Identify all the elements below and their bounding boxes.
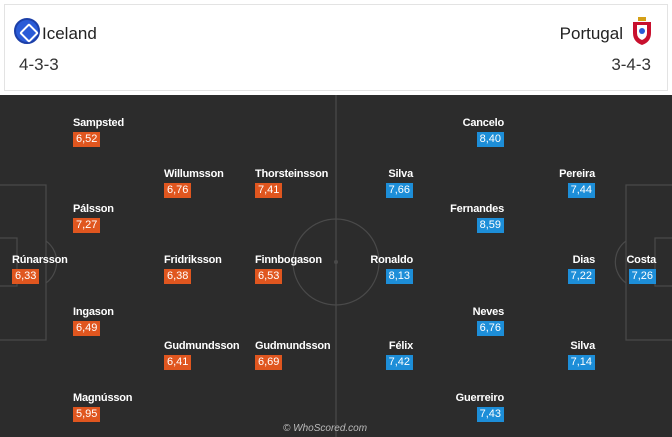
- player-name: Costa: [626, 254, 656, 266]
- player-name: Magnússon: [73, 392, 133, 404]
- player-name: Silva: [388, 168, 413, 180]
- home-player[interactable]: Pálsson 7,27: [73, 203, 114, 233]
- player-rating: 8,59: [476, 218, 504, 233]
- player-name: Willumsson: [164, 168, 224, 180]
- home-player[interactable]: Thorsteinsson 7,41: [255, 168, 328, 198]
- player-name: Pálsson: [73, 203, 114, 215]
- home-player[interactable]: Rúnarsson 6,33: [12, 254, 68, 284]
- player-name: Ingason: [73, 306, 114, 318]
- home-formation: 4-3-3: [19, 55, 59, 74]
- away-player[interactable]: Silva 7,14: [567, 340, 595, 370]
- pitch-markings: [0, 95, 672, 437]
- player-rating: 8,40: [476, 132, 504, 147]
- home-player[interactable]: Gudmundsson 6,41: [164, 340, 240, 370]
- player-rating: 6,33: [12, 269, 40, 284]
- away-player[interactable]: Silva 7,66: [385, 168, 413, 198]
- home-player[interactable]: Fridriksson 6,38: [164, 254, 222, 284]
- player-rating: 7,26: [628, 269, 656, 284]
- player-name: Finnbogason: [255, 254, 322, 266]
- home-team-name[interactable]: Iceland: [42, 24, 97, 43]
- player-name: Pereira: [559, 168, 595, 180]
- player-name: Fernandes: [450, 203, 504, 215]
- home-player[interactable]: Magnússon 5,95: [73, 392, 133, 422]
- away-player[interactable]: Dias 7,22: [567, 254, 596, 284]
- player-rating: 6,41: [164, 355, 192, 370]
- away-team-name[interactable]: Portugal: [559, 24, 623, 43]
- player-name: Sampsted: [73, 117, 124, 129]
- player-rating: 7,22: [567, 269, 595, 284]
- player-rating: 7,43: [476, 407, 504, 422]
- away-player[interactable]: Cancelo 8,40: [463, 117, 504, 147]
- player-name: Gudmundsson: [164, 340, 240, 352]
- player-rating: 6,38: [164, 269, 192, 284]
- player-rating: 6,76: [164, 183, 192, 198]
- home-player[interactable]: Willumsson 6,76: [164, 168, 224, 198]
- player-rating: 5,95: [73, 407, 101, 422]
- match-header: Iceland 4-3-3 Portugal 3-4-3: [4, 4, 668, 91]
- home-player[interactable]: Sampsted 6,52: [73, 117, 124, 147]
- player-rating: 8,13: [385, 269, 413, 284]
- player-name: Dias: [572, 254, 596, 266]
- player-rating: 7,14: [567, 355, 595, 370]
- player-rating: 7,66: [385, 183, 413, 198]
- watermark: © WhoScored.com: [283, 423, 368, 434]
- away-player[interactable]: Ronaldo 8,13: [370, 254, 413, 284]
- portugal-crest-icon: [633, 17, 651, 45]
- player-rating: 7,41: [255, 183, 283, 198]
- home-player[interactable]: Gudmundsson 6,69: [255, 340, 331, 370]
- player-name: Fridriksson: [164, 254, 222, 266]
- away-player[interactable]: Costa 7,26: [626, 254, 656, 284]
- player-rating: 6,53: [255, 269, 283, 284]
- player-rating: 6,49: [73, 321, 101, 336]
- player-rating: 7,42: [385, 355, 413, 370]
- away-player[interactable]: Pereira 7,44: [559, 168, 595, 198]
- player-name: Thorsteinsson: [255, 168, 329, 180]
- player-rating: 6,76: [476, 321, 504, 336]
- player-name: Ronaldo: [370, 254, 413, 266]
- away-player[interactable]: Félix 7,42: [385, 340, 413, 370]
- home-player[interactable]: Finnbogason 6,53: [255, 254, 322, 284]
- player-name: Rúnarsson: [12, 254, 68, 266]
- iceland-crest-icon: [14, 18, 40, 44]
- player-rating: 7,44: [567, 183, 595, 198]
- player-name: Félix: [388, 340, 413, 352]
- player-name: Gudmundsson: [255, 340, 331, 352]
- away-player[interactable]: Fernandes 8,59: [450, 203, 504, 233]
- player-rating: 6,52: [73, 132, 101, 147]
- away-formation: 3-4-3: [611, 55, 651, 74]
- player-name: Silva: [570, 340, 595, 352]
- home-player[interactable]: Ingason 6,49: [73, 306, 114, 336]
- player-rating: 7,27: [73, 218, 101, 233]
- player-rating: 6,69: [255, 355, 283, 370]
- away-player[interactable]: Neves 6,76: [473, 306, 504, 336]
- player-name: Guerreiro: [455, 392, 505, 404]
- pitch: Sampsted 6,52 Pálsson 7,27 Rúnarsson 6,3…: [0, 95, 672, 437]
- player-name: Neves: [472, 306, 505, 318]
- away-player[interactable]: Guerreiro 7,43: [456, 392, 504, 422]
- player-name: Cancelo: [462, 117, 505, 129]
